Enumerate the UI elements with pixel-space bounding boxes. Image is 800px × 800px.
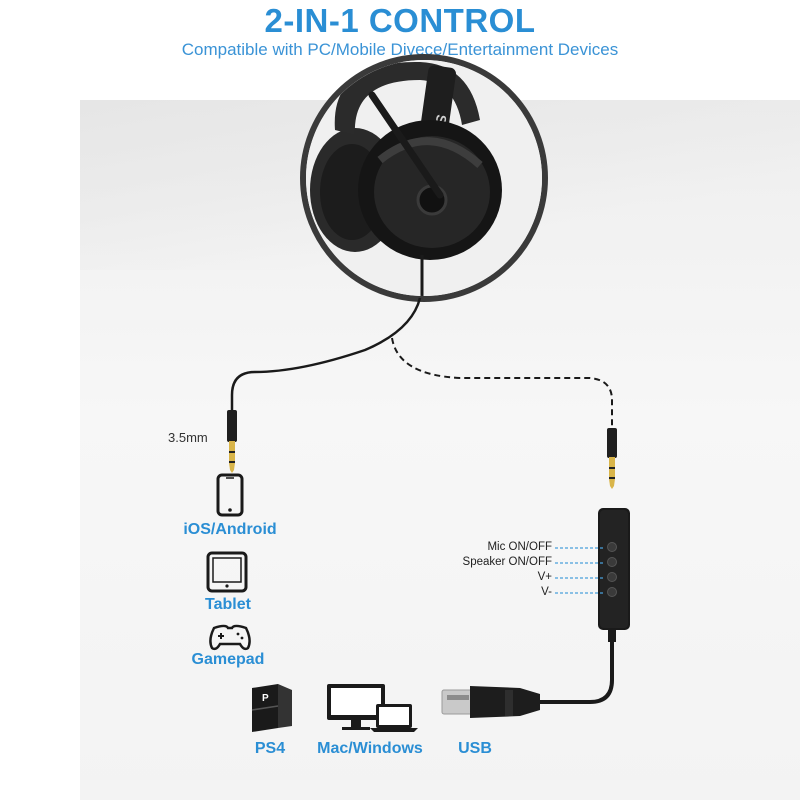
- jack-size-label: 3.5mm: [168, 430, 208, 445]
- controller-label-speaker: Speaker ON/OFF: [462, 556, 552, 568]
- speaker-toggle-button[interactable]: [607, 557, 617, 567]
- phone-icon: [216, 473, 244, 517]
- tablet-icon: [206, 551, 248, 593]
- svg-text:P: P: [262, 693, 269, 704]
- volume-down-button[interactable]: [607, 587, 617, 597]
- headset-closeup: SALAR: [300, 54, 548, 302]
- device-label-phone: iOS/Android: [183, 521, 277, 538]
- inline-controller: [540, 508, 630, 704]
- page-subtitle: Compatible with PC/Mobile Divece/Enterta…: [181, 40, 619, 59]
- jack-3-5mm-left: [227, 410, 237, 473]
- mic-toggle-button[interactable]: [607, 542, 617, 552]
- usb-plug: [441, 686, 540, 718]
- jack-3-5mm-right: [607, 428, 617, 489]
- device-label-ps4: PS4: [254, 740, 286, 757]
- controller-label-mic: Mic ON/OFF: [487, 541, 552, 553]
- controller-label-volume-up: V+: [537, 571, 552, 583]
- page-title: 2-IN-1 CONTROL: [264, 2, 536, 39]
- device-label-gamepad: Gamepad: [191, 651, 265, 668]
- device-label-tablet: Tablet: [205, 596, 251, 613]
- gamepad-icon: [209, 624, 251, 651]
- volume-up-button[interactable]: [607, 572, 617, 582]
- controller-label-volume-down: V-: [541, 586, 552, 598]
- ps4-console-icon: P: [251, 684, 292, 732]
- computer-icon: [327, 684, 418, 732]
- device-label-usb: USB: [458, 740, 492, 757]
- device-label-computer: Mac/Windows: [317, 740, 423, 757]
